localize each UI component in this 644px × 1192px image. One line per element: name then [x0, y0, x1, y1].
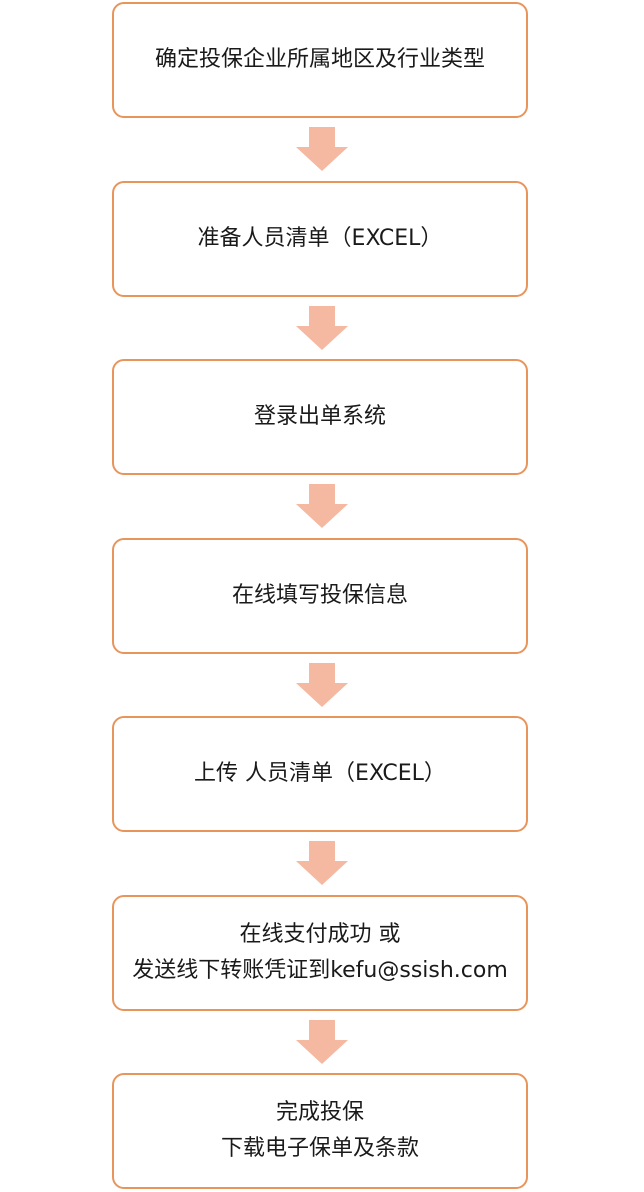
down-arrow-3 [296, 484, 348, 528]
down-arrow-1 [296, 127, 348, 171]
step-1-box: 确定投保企业所属地区及行业类型 [112, 2, 528, 118]
step-4-text: 在线填写投保信息 [231, 583, 408, 608]
step-6-box: 在线支付成功 或 发送线下转账凭证到kefu@ssish.com [112, 895, 528, 1011]
step-6-text-line-2: 发送线下转账凭证到kefu@ssish.com [132, 958, 508, 983]
step-7-box: 完成投保 下载电子保单及条款 [112, 1073, 528, 1189]
step-7-text-line-2: 下载电子保单及条款 [220, 1136, 419, 1161]
step-5-text: 上传 人员清单（EXCEL） [194, 761, 446, 786]
down-arrow-4 [296, 663, 348, 707]
down-arrow-2 [296, 306, 348, 350]
step-7-text-line-1: 完成投保 [275, 1100, 364, 1125]
step-4-box: 在线填写投保信息 [112, 538, 528, 654]
down-arrow-6 [296, 1020, 348, 1064]
step-5-box: 上传 人员清单（EXCEL） [112, 716, 528, 832]
down-arrow-5 [296, 841, 348, 885]
step-2-box: 准备人员清单（EXCEL） [112, 181, 528, 297]
step-6-text-line-1: 在线支付成功 或 [239, 922, 401, 947]
step-1-text: 确定投保企业所属地区及行业类型 [154, 47, 485, 72]
step-3-text: 登录出单系统 [253, 404, 386, 429]
step-2-text: 准备人员清单（EXCEL） [197, 226, 443, 251]
step-3-box: 登录出单系统 [112, 359, 528, 475]
